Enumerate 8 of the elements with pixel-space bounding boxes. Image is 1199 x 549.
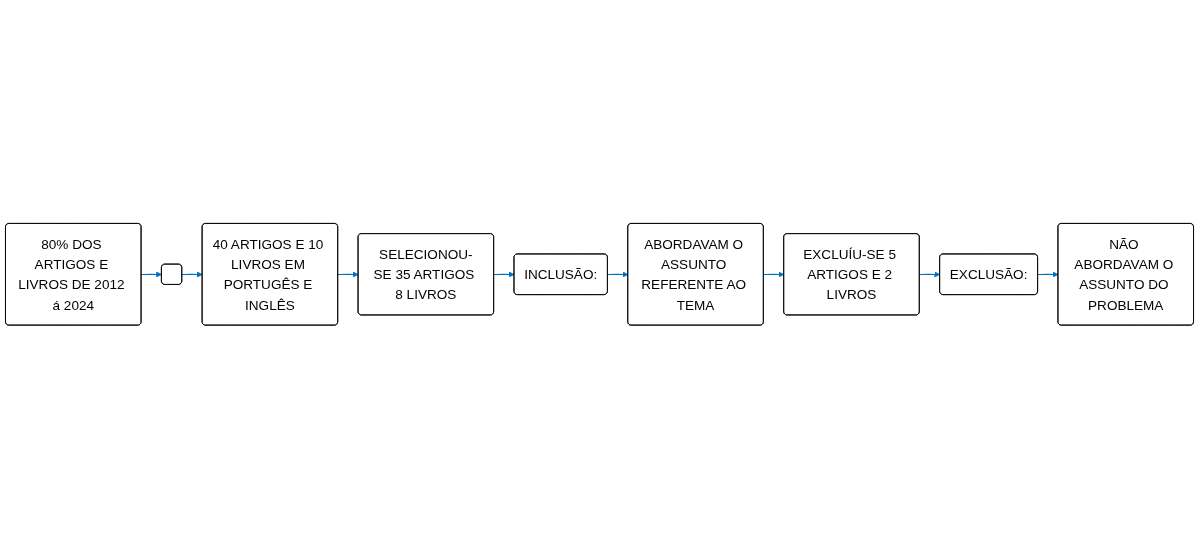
arrow [140, 271, 163, 278]
arrow [337, 271, 359, 278]
arrow [1037, 271, 1059, 278]
arrow [493, 271, 515, 278]
arrow [181, 271, 203, 278]
arrow [763, 271, 785, 278]
arrow [607, 271, 629, 278]
arrow [919, 271, 941, 278]
